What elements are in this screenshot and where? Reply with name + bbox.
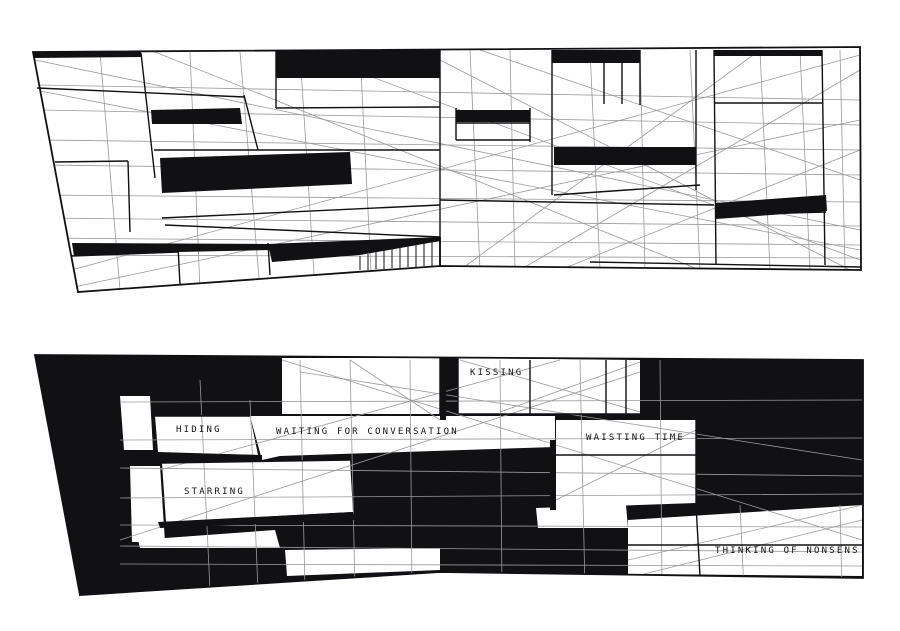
bottom-room-labels: HIDING WAITING FOR CONVERSATION KISSING …	[176, 368, 860, 556]
bottom-dark-overlays	[120, 358, 556, 528]
label-waiting-for-conversation: WAITING FOR CONVERSATION	[276, 427, 459, 437]
label-hiding: HIDING	[176, 425, 222, 435]
bottom-plan-outline	[33, 354, 864, 596]
label-starring: STARRING	[184, 487, 245, 497]
top-construction-lines	[34, 49, 861, 291]
label-kissing: KISSING	[470, 368, 523, 378]
label-waisting-time: WAISTING TIME	[586, 433, 685, 443]
top-plan-outline	[31, 46, 862, 293]
bottom-construction-lines	[119, 359, 863, 591]
label-thinking-of-nonsens: THINKING OF NONSENS	[715, 546, 860, 556]
bottom-plan-panel: HIDING WAITING FOR CONVERSATION KISSING …	[33, 354, 864, 596]
top-stair-steps	[359, 239, 433, 270]
top-plan-panel	[31, 46, 862, 293]
top-solid-blocks	[33, 50, 827, 262]
